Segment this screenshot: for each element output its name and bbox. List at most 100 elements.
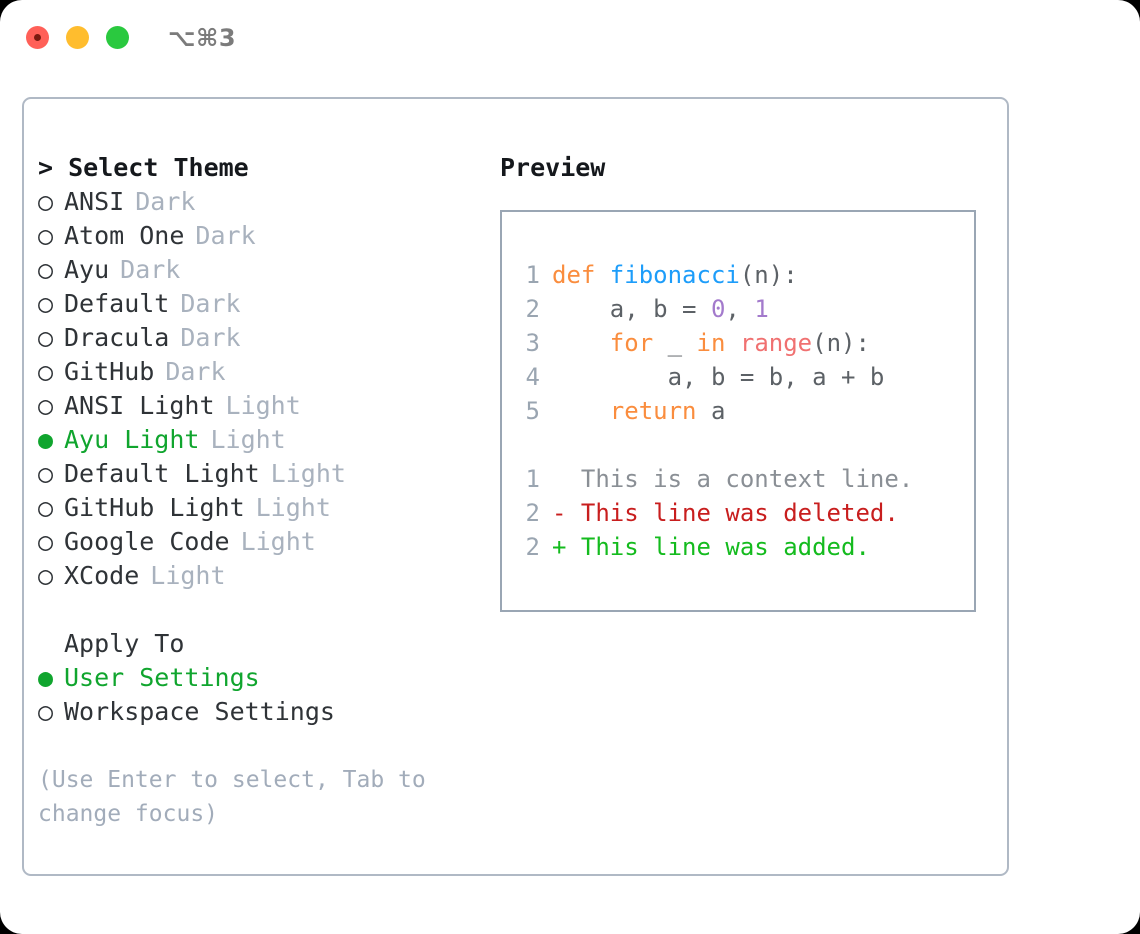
diff-marker: - <box>552 499 581 527</box>
theme-option-label: GitHub Light <box>64 493 245 522</box>
code-diff-gap <box>516 428 974 462</box>
code-token <box>552 397 610 425</box>
code-token: 1 <box>754 295 769 323</box>
theme-option-github-light[interactable]: ○ GitHub Light Light <box>38 491 488 525</box>
keyboard-shortcut-label: ⌥⌘3 <box>168 24 237 52</box>
diff-line-number: 2 <box>525 499 540 527</box>
apply-to-heading: Apply To <box>64 629 185 658</box>
theme-option-label: Default Light <box>64 459 260 488</box>
code-line-number: 3 <box>525 329 540 357</box>
radio-selected-icon: ● <box>38 663 54 692</box>
theme-option-atom-one[interactable]: ○ Atom One Dark <box>38 219 488 253</box>
theme-option-label: ANSI Light <box>64 391 215 420</box>
radio-unselected-icon: ○ <box>38 697 54 726</box>
apply-to-option-workspace-settings[interactable]: ○ Workspace Settings <box>38 695 488 729</box>
title-bar: ⌥⌘3 <box>0 0 1140 78</box>
code-token: fibonacci <box>609 261 740 289</box>
code-token: range <box>739 329 813 357</box>
theme-option-category: Dark <box>195 221 256 250</box>
code-token: a, b = b, a + b <box>552 363 885 391</box>
theme-option-ayu[interactable]: ○ Ayu Dark <box>38 253 488 287</box>
apply-to-option-label: User Settings <box>64 663 260 692</box>
theme-option-label: Ayu Light <box>64 425 200 454</box>
theme-option-category: Light <box>270 459 346 488</box>
radio-selected-icon: ● <box>38 425 54 454</box>
diff-line-text: This line was added. <box>580 533 870 561</box>
radio-unselected-icon: ○ <box>38 323 54 352</box>
theme-option-category: Dark <box>180 323 241 352</box>
code-line-number: 4 <box>525 363 540 391</box>
diff-line-number: 1 <box>525 465 540 493</box>
code-line-number: 5 <box>525 397 540 425</box>
radio-unselected-icon: ○ <box>38 255 54 284</box>
diff-line-text: This is a context line. <box>580 465 914 493</box>
code-token: 0 <box>710 295 726 323</box>
code-token: return <box>609 397 697 425</box>
radio-unselected-icon: ○ <box>38 357 54 386</box>
apply-to-option-label: Workspace Settings <box>64 697 335 726</box>
diff-line-deleted: 2- This line was deleted. <box>516 496 974 530</box>
diff-line-added: 2 + This line was added. <box>516 530 974 564</box>
theme-option-label: Ayu <box>64 255 110 284</box>
code-line: 2 a, b = 0, 1 <box>516 292 974 326</box>
keyboard-hint-text: (Use Enter to select, Tab to change focu… <box>38 767 426 827</box>
code-line: 3 for _ in range(n): <box>516 326 974 360</box>
code-token: for <box>609 329 654 357</box>
theme-option-category: Dark <box>165 357 226 386</box>
diff-line-context: 1 This is a context line. <box>516 462 974 496</box>
theme-option-google-code[interactable]: ○ Google Code Light <box>38 525 488 559</box>
code-token: a <box>696 397 726 425</box>
diff-line-number: 2 <box>525 533 540 561</box>
theme-option-category: Dark <box>135 187 196 216</box>
diff-marker <box>552 465 581 493</box>
diff-marker: + <box>552 533 581 561</box>
theme-option-label: Atom One <box>64 221 185 250</box>
theme-option-ayu-light[interactable]: ● Ayu Light Light <box>38 423 488 457</box>
theme-option-category: Dark <box>120 255 181 284</box>
apply-to-list[interactable]: ● User Settings ○ Workspace Settings <box>38 661 488 729</box>
radio-unselected-icon: ○ <box>38 391 54 420</box>
theme-option-github[interactable]: ○ GitHub Dark <box>38 355 488 389</box>
radio-unselected-icon: ○ <box>38 527 54 556</box>
theme-option-category: Light <box>210 425 286 454</box>
minimize-button-icon[interactable] <box>66 26 89 49</box>
maximize-button-icon[interactable] <box>106 26 129 49</box>
theme-option-label: Google Code <box>64 527 230 556</box>
apply-to-option-user-settings[interactable]: ● User Settings <box>38 661 488 695</box>
theme-option-default-light[interactable]: ○ Default Light Light <box>38 457 488 491</box>
theme-option-label: GitHub <box>64 357 155 386</box>
radio-unselected-icon: ○ <box>38 493 54 522</box>
diff-sample: 1 This is a context line.2- This line wa… <box>516 462 974 564</box>
traffic-lights <box>26 26 129 49</box>
radio-unselected-icon: ○ <box>38 221 54 250</box>
close-button-icon[interactable] <box>26 26 49 49</box>
list-spacer <box>38 593 488 627</box>
code-line-number: 1 <box>525 261 540 289</box>
code-line: 5 return a <box>516 394 974 428</box>
code-token: a, b = <box>552 295 711 323</box>
code-token <box>725 329 739 357</box>
theme-option-category: Light <box>255 493 331 522</box>
radio-unselected-icon: ○ <box>38 459 54 488</box>
code-token: def <box>552 261 610 289</box>
code-token: , <box>725 295 755 323</box>
code-token: (n): <box>812 329 870 357</box>
theme-option-category: Light <box>240 527 316 556</box>
theme-option-label: Default <box>64 289 170 318</box>
code-line-number: 2 <box>525 295 540 323</box>
radio-unselected-icon: ○ <box>38 289 54 318</box>
radio-unselected-icon: ○ <box>38 187 54 216</box>
